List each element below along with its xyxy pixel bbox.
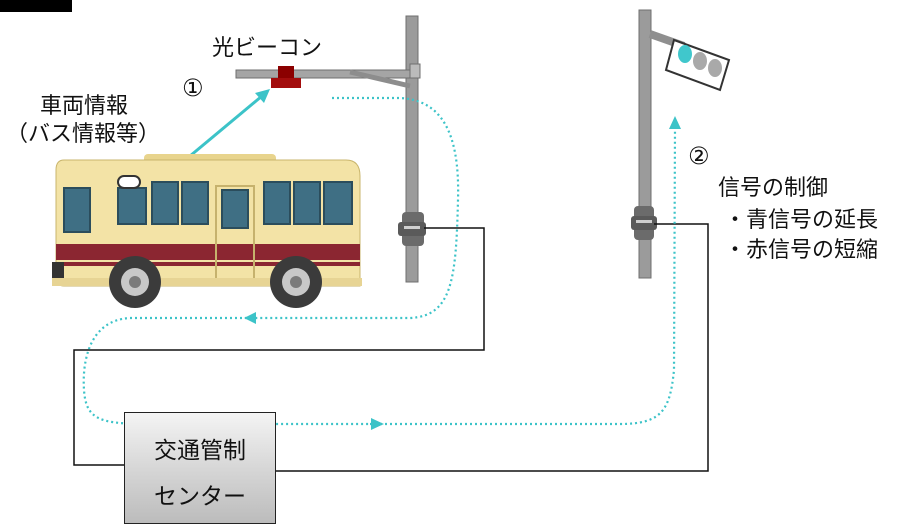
corner-tab xyxy=(0,0,72,12)
flow-arrowhead-right xyxy=(371,418,384,430)
communication-lines xyxy=(73,223,709,472)
signal-control-item-green: ・青信号の延長 xyxy=(724,208,879,233)
signal-control-item-red: ・赤信号の短縮 xyxy=(724,238,879,263)
signal-lamp-green xyxy=(678,45,692,63)
signal-lamp-yellow xyxy=(693,52,707,70)
bus-wheel-front xyxy=(109,256,161,308)
beacon-arm xyxy=(235,69,417,79)
signal-lamp-red xyxy=(708,59,722,77)
signal-pole xyxy=(631,9,731,279)
optical-beacon-icon xyxy=(271,66,301,88)
signal-control-title: 信号の制御 xyxy=(718,176,829,201)
flow-arrowheads xyxy=(244,116,681,430)
bus-to-beacon-arrowhead xyxy=(255,89,270,103)
center-label-line2: センター xyxy=(154,484,246,510)
beacon-label: 光ビーコン xyxy=(212,36,323,61)
vehicle-info-label: 車両情報 xyxy=(40,94,129,119)
bus-icon xyxy=(52,154,362,308)
right-detector-icon xyxy=(631,206,657,240)
vehicle-info-sublabel: （バス情報等） xyxy=(6,122,161,147)
data-flow-paths xyxy=(82,96,677,426)
step-2-badge: ② xyxy=(688,142,710,170)
left-pole-to-center-line xyxy=(73,227,485,466)
center-loop-flow xyxy=(82,316,370,426)
bus-wheel-rear xyxy=(270,256,322,308)
traffic-control-center-box: 交通管制 センター xyxy=(124,412,276,524)
center-to-signal-flow xyxy=(370,127,677,426)
beacon-to-center-flow xyxy=(252,96,460,320)
center-to-right-pole-line xyxy=(276,223,709,472)
beacon-arm-brace xyxy=(349,69,411,89)
traffic-signal-icon xyxy=(664,38,731,92)
left-detector-icon xyxy=(398,212,426,246)
flow-arrowhead-up xyxy=(669,116,681,129)
bus-to-beacon-arrow xyxy=(189,94,263,158)
flow-arrowhead-left xyxy=(244,312,256,324)
step-1-badge: ① xyxy=(182,74,204,102)
beacon-pole xyxy=(235,15,426,283)
center-label-line1: 交通管制 xyxy=(154,438,246,464)
